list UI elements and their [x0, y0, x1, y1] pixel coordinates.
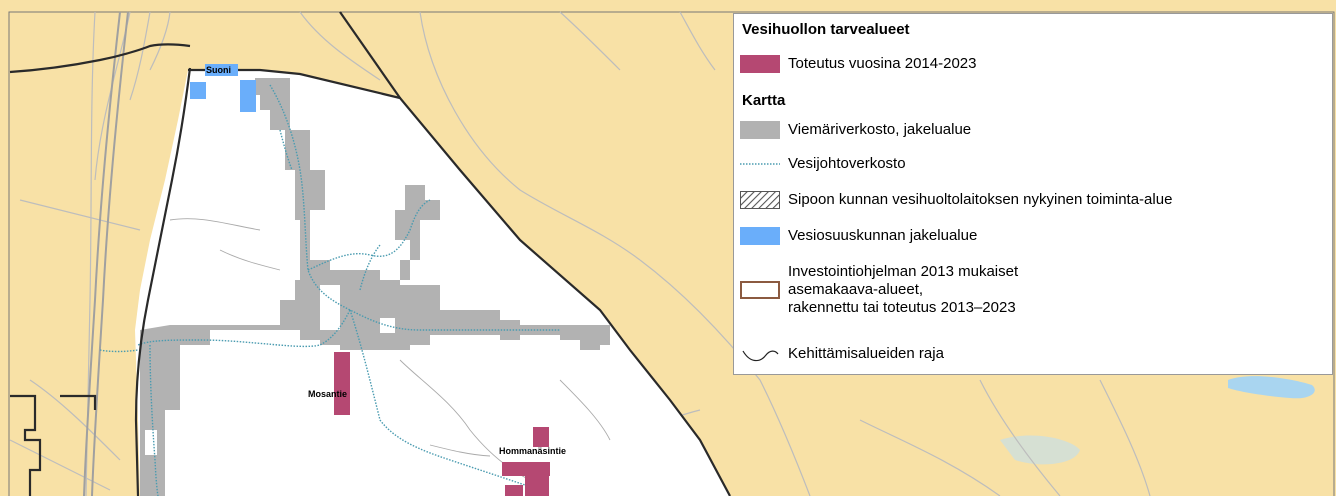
grey-fill-swatch-icon: [740, 121, 780, 139]
maroon-fill-swatch-icon: [740, 55, 780, 73]
hatched-swatch-icon: [740, 191, 780, 209]
roads: [9, 11, 1151, 496]
legend-title: Vesihuollon tarvealueet: [742, 21, 910, 38]
map-legend: Vesihuollon tarvealueet Toteutus vuosina…: [733, 13, 1333, 375]
place-label-hommanasintie: Hommanäsintie: [499, 446, 567, 456]
legend-item-sewer: Viemäriverkosto, jakelualue: [740, 121, 1328, 139]
blue-fill-swatch-icon: [740, 227, 780, 245]
highway: [83, 11, 129, 496]
lake-shape-2: [1000, 435, 1080, 465]
legend-item-label: Vesiosuuskunnan jakelualue: [788, 227, 978, 244]
legend-item-label-multiline: Investointiohjelman 2013 mukaiset asemak…: [788, 263, 1018, 317]
water-pipe-network: [99, 84, 560, 496]
implementation-areas: [334, 352, 550, 496]
streams: [169, 218, 611, 481]
legend-item-zoning: Investointiohjelman 2013 mukaiset asemak…: [740, 263, 1328, 317]
legend-item-water-pipes: Vesijohtoverkosto: [740, 155, 1328, 173]
legend-item-label: Toteutus vuosina 2014-2023: [788, 55, 977, 72]
legend-item-label: Sipoon kunnan vesihuoltolaitoksen nykyin…: [788, 191, 1173, 208]
development-area: [135, 70, 730, 496]
dotted-blue-line-icon: [740, 163, 780, 165]
map-frame: [8, 11, 1335, 496]
legend-line: asemakaava-alueet,: [788, 281, 924, 298]
brown-outline-swatch-icon: [740, 281, 780, 299]
legend-item-municipal-area: Sipoon kunnan vesihuoltolaitoksen nykyin…: [740, 191, 1328, 209]
legend-item-label: Kehittämisalueiden raja: [788, 345, 944, 362]
legend-item-implementation: Toteutus vuosina 2014-2023: [740, 55, 1328, 73]
legend-item-label: Viemäriverkosto, jakelualue: [788, 121, 972, 138]
legend-line: Investointiohjelman 2013 mukaiset: [788, 263, 1019, 280]
development-boundary: [9, 11, 731, 496]
legend-line: rakennettu tai toteutus 2013–2023: [788, 299, 1016, 316]
legend-subtitle: Kartta: [742, 92, 786, 109]
legend-item-label: Vesijohtoverkosto: [788, 155, 906, 172]
lake-shape: [1228, 376, 1315, 399]
place-label-suoni: Suoni: [206, 65, 231, 75]
curve-line-icon: [742, 350, 779, 362]
legend-item-boundary: Kehittämisalueiden raja: [740, 345, 1328, 363]
cooperative-area: [190, 64, 256, 112]
legend-item-cooperative: Vesiosuuskunnan jakelualue: [740, 227, 1328, 245]
place-label-mosantie: Mosantie: [308, 389, 348, 399]
sewer-network-areas: [140, 78, 610, 496]
